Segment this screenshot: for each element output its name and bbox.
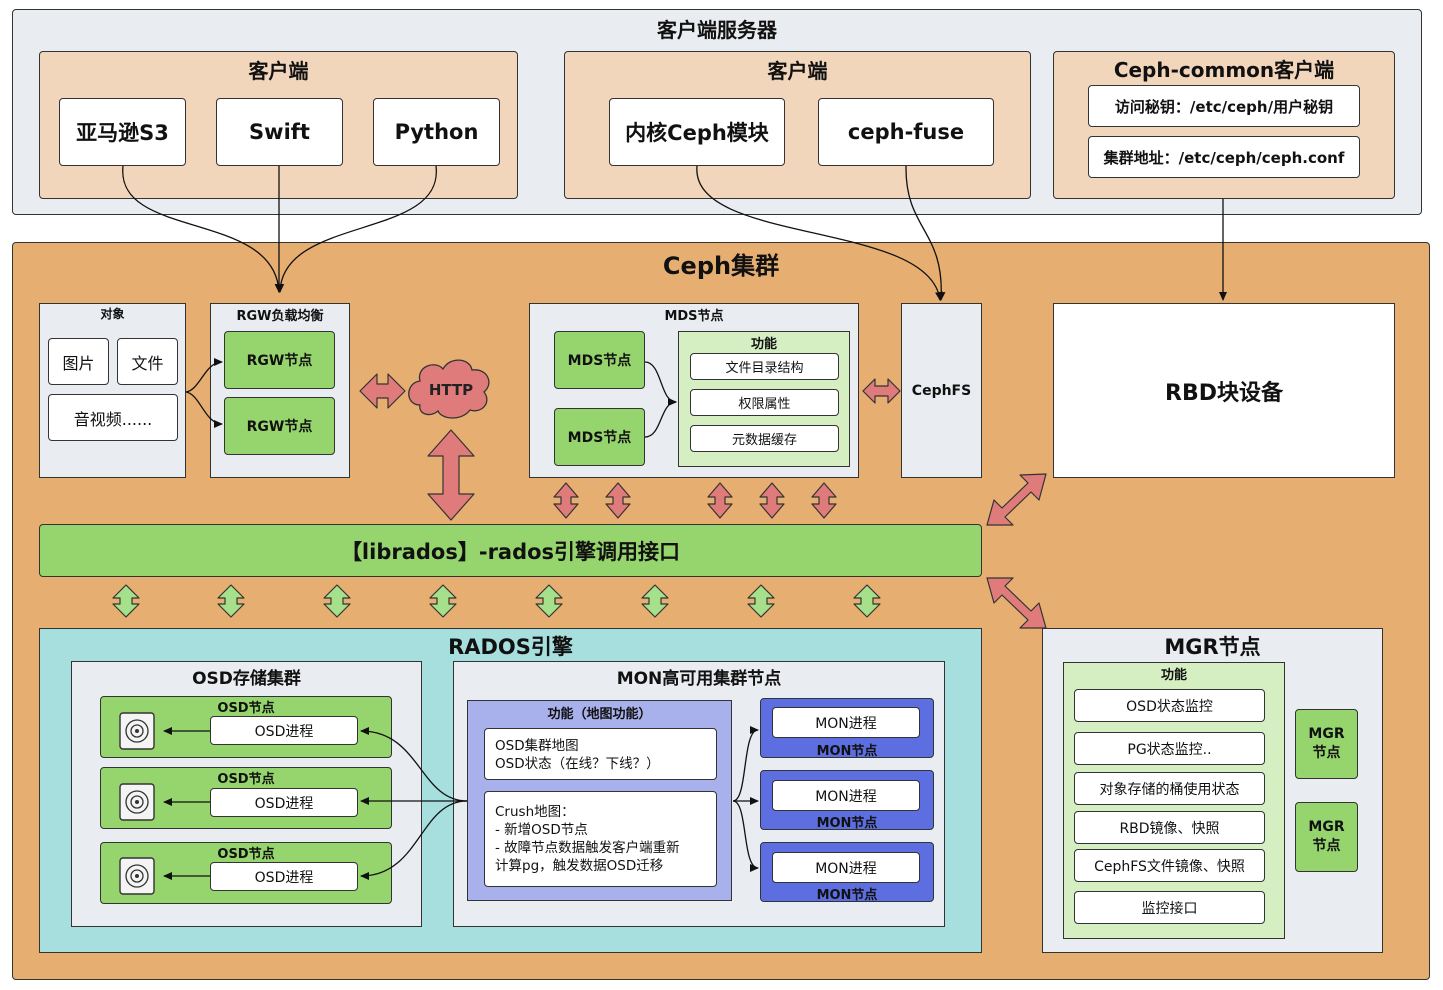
- object-av: 音视频......: [48, 394, 178, 441]
- mon-process-3: MON进程: [772, 852, 920, 883]
- mon-node-title: MON节点: [816, 816, 878, 831]
- ceph-common-key: 访问秘钥：/etc/ceph/用户秘钥: [1088, 85, 1360, 127]
- mgr-func-title: 功能: [1160, 668, 1187, 683]
- osd-node-title: OSD节点: [217, 701, 275, 716]
- osd-node-title: OSD节点: [217, 772, 275, 787]
- crush-map-box: Crush地图： - 新增OSD节点 - 故障节点数据触发客户端重新 计算pg，…: [484, 791, 717, 887]
- rbd-librados-arrow: [986, 473, 1047, 526]
- client-ceph-fuse: ceph-fuse: [818, 98, 994, 166]
- mds-func-perm: 权限属性: [690, 389, 839, 416]
- client-swift: Swift: [216, 98, 343, 166]
- mon-node-title: MON节点: [816, 888, 878, 903]
- connector-mon1: [732, 726, 759, 802]
- mon-node-title: MON节点: [816, 744, 878, 759]
- librados-mgr-arrow: [986, 577, 1047, 629]
- rgw-title: RGW负载均衡: [236, 309, 324, 324]
- mgr-func-5: CephFS文件镜像、快照: [1074, 849, 1265, 882]
- mds-node-2: MDS节点: [554, 408, 645, 466]
- osd-node-title: OSD节点: [217, 847, 275, 862]
- connector-python-rgw: [276, 165, 437, 293]
- rgw-node-1: RGW节点: [224, 331, 335, 389]
- object-image: 图片: [48, 338, 109, 385]
- osd-map-box: OSD集群地图 OSD状态（在线？下线？）: [484, 728, 717, 780]
- librados-bar: 【librados】-rados引擎调用接口: [39, 524, 982, 577]
- osd-process-2: OSD进程: [210, 788, 358, 817]
- osd-map-line-1: OSD集群地图: [495, 738, 579, 754]
- objects-title: 对象: [100, 307, 125, 321]
- ceph-common-conf: 集群地址：/etc/ceph/ceph.conf: [1088, 136, 1360, 178]
- mds-func-dir: 文件目录结构: [690, 353, 839, 380]
- objects-panel: 对象: [39, 303, 186, 478]
- connector-obj-rgw1: [185, 358, 223, 393]
- mgr-node-1: MGR 节点: [1295, 709, 1358, 779]
- cloud-icon: [408, 359, 490, 419]
- http-librados-arrow: [427, 429, 475, 521]
- client-s3: 亚马逊S3: [59, 98, 186, 166]
- client-kernel-ceph: 内核Ceph模块: [609, 98, 785, 166]
- connector-fuse-cephfs: [905, 165, 946, 301]
- ceph-cluster-title: Ceph集群: [662, 252, 780, 280]
- connector-crush-osd1: [360, 727, 468, 802]
- crush-line-2: - 新增OSD节点: [495, 822, 588, 838]
- client-python: Python: [373, 98, 500, 166]
- connector-mds1-func: [644, 361, 677, 406]
- mon-func-title: 功能（地图功能）: [547, 707, 652, 722]
- mgr-title: MGR节点: [1164, 635, 1261, 659]
- mds-node-1: MDS节点: [554, 331, 645, 389]
- client-b-title: 客户端: [767, 59, 828, 83]
- mgr-func-1: OSD状态监控: [1074, 689, 1265, 722]
- connector-kernel-cephfs: [696, 165, 943, 301]
- connector-mon3: [732, 800, 759, 872]
- rgw-node-2: RGW节点: [224, 397, 335, 455]
- mgr-func-6: 监控接口: [1074, 891, 1265, 924]
- mon-cluster-title: MON高可用集群节点: [616, 669, 782, 689]
- mon-process-1: MON进程: [772, 707, 920, 738]
- crush-line-4: 计算pg，触发数据OSD迁移: [495, 858, 664, 874]
- mds-func-title: 功能: [750, 337, 777, 352]
- osd-process-1: OSD进程: [210, 716, 358, 745]
- http-label: HTTP: [428, 381, 474, 399]
- rgw-http-arrow: [359, 373, 406, 409]
- mgr-func-3: 对象存储的桶使用状态: [1074, 772, 1265, 805]
- osd-process-3: OSD进程: [210, 862, 358, 891]
- object-file: 文件: [117, 338, 178, 385]
- mds-func-cache: 元数据缓存: [690, 425, 839, 452]
- connector-mds2-func: [644, 398, 677, 438]
- rados-title: RADOS引擎: [448, 635, 573, 659]
- osd-map-line-2: OSD状态（在线？下线？）: [495, 756, 660, 772]
- connector-crush-osd3: [360, 800, 468, 880]
- cephfs-box: CephFS: [901, 303, 982, 478]
- crush-line-1: Crush地图：: [495, 804, 575, 820]
- mgr-node-2: MGR 节点: [1295, 802, 1358, 872]
- crush-line-3: - 故障节点数据触发客户端重新: [495, 840, 680, 856]
- osd-cluster-title: OSD存储集群: [192, 669, 301, 689]
- client-a-title: 客户端: [248, 59, 309, 83]
- disk-icon: [119, 857, 155, 895]
- disk-icon: [119, 783, 155, 821]
- mds-librados-arrows: [553, 482, 837, 519]
- mon-process-2: MON进程: [772, 780, 920, 811]
- mgr-func-4: RBD镜像、快照: [1074, 811, 1265, 844]
- mds-title: MDS节点: [664, 309, 724, 324]
- ceph-common-title: Ceph-common客户端: [1113, 58, 1335, 82]
- disk-icon: [119, 712, 155, 750]
- client-server-title: 客户端服务器: [657, 18, 777, 42]
- connector-s3-rgw: [122, 165, 283, 293]
- mds-cephfs-arrow: [862, 378, 901, 404]
- rbd-box: RBD块设备: [1053, 303, 1395, 478]
- connector-obj-rgw2: [185, 391, 223, 428]
- rados-librados-arrows: [112, 584, 881, 618]
- mgr-func-2: PG状态监控..: [1074, 732, 1265, 765]
